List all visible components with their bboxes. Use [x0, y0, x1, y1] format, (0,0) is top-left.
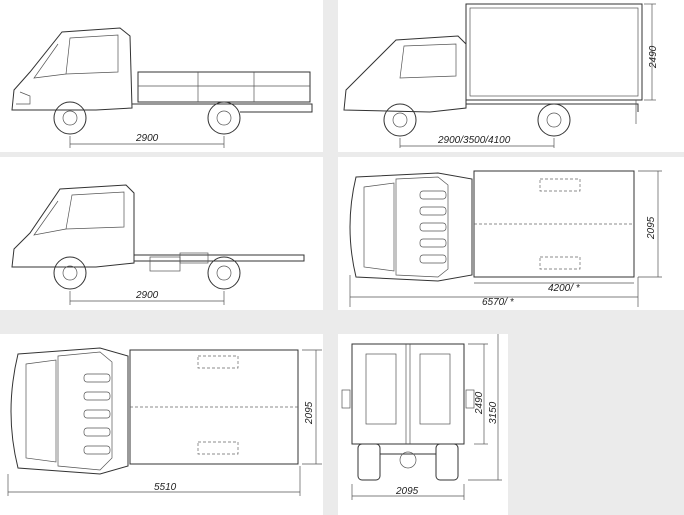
total-height-dimension: 3150	[488, 401, 499, 424]
flatbed-side-drawing: 2900	[11, 27, 313, 148]
wheelbase-dimension: 2900/3500/4100	[437, 135, 511, 146]
panel-van-rear: 2490 3150 2095	[338, 334, 508, 515]
panel-van-top: 2095 4200/ * 6570/ *	[338, 157, 684, 310]
wheelbase-dimension: 2900	[135, 133, 159, 144]
width-dimension: 2095	[304, 401, 315, 425]
van-rear-drawing: 2490 3150 2095	[341, 334, 502, 500]
total-length-dimension: 5510	[154, 482, 177, 493]
total-length-dimension: 6570/ *	[482, 297, 515, 308]
van-side-drawing: 2490 2900/3500/4100	[343, 3, 659, 148]
body-length-dimension: 4200/ *	[548, 283, 581, 294]
height-dimension: 2490	[648, 45, 659, 69]
panel-van-side: 2490 2900/3500/4100	[338, 0, 684, 152]
panel-chassis-side: 2900	[0, 157, 323, 310]
chassis-side-drawing: 2900	[11, 184, 305, 305]
wheelbase-dimension: 2900	[135, 290, 159, 301]
width-dimension: 2095	[646, 216, 657, 240]
panel-flatbed-side: 2900	[0, 0, 323, 152]
van-top-drawing: 2095 4200/ * 6570/ *	[349, 170, 662, 308]
body-height-dimension: 2490	[474, 391, 485, 415]
width-dimension: 2095	[395, 486, 419, 497]
flatbed-top-drawing: 2095 5510	[7, 347, 322, 496]
panel-flatbed-top: 2095 5510	[0, 334, 323, 515]
